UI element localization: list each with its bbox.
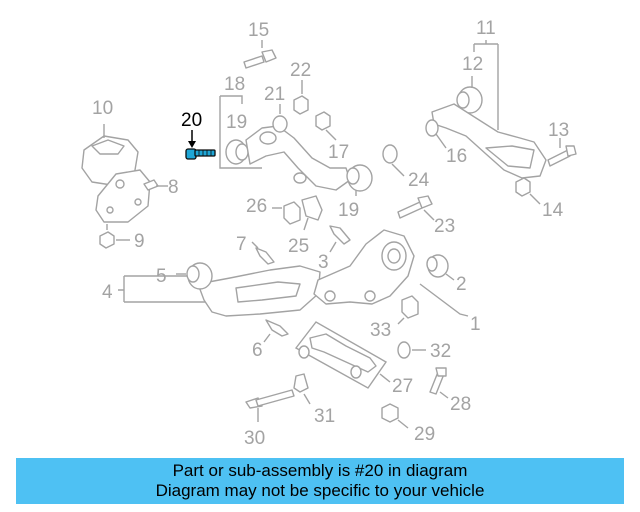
part-14-nut <box>515 177 541 205</box>
callout-11: 11 <box>476 18 496 39</box>
part-18-upper-arm-box <box>219 95 262 169</box>
part-7-bolt <box>251 241 275 265</box>
part-1-lines <box>419 283 469 317</box>
part-17-nut <box>315 111 337 141</box>
part-27-link <box>294 321 391 389</box>
part-15-bolt <box>243 40 277 69</box>
part-9-bolt <box>99 224 130 249</box>
callout-23: 23 <box>434 216 455 237</box>
part-16-washer <box>425 119 447 149</box>
part-28-bolt <box>429 367 449 399</box>
callout-10: 10 <box>92 98 113 119</box>
callout-4: 4 <box>102 282 113 303</box>
callout-26: 26 <box>246 196 267 217</box>
info-banner: Part or sub-assembly is #20 in diagram D… <box>16 458 624 504</box>
callout-8: 8 <box>168 177 179 198</box>
part-24-washer <box>382 144 405 177</box>
part-13-bolt <box>547 138 577 167</box>
callout-14: 14 <box>542 200 564 221</box>
callout-32: 32 <box>430 341 451 362</box>
callout-13: 13 <box>548 120 569 141</box>
part-4-trailing-arm <box>118 265 321 317</box>
part-21-washer <box>272 104 288 133</box>
part-3-bolt <box>329 225 351 253</box>
part-knuckle <box>313 229 415 305</box>
callout-9: 9 <box>134 231 145 252</box>
callout-3: 3 <box>318 252 329 273</box>
callout-20: 20 <box>181 110 202 131</box>
banner-line-2: Diagram may not be specific to your vehi… <box>155 481 485 500</box>
callout-27: 27 <box>392 376 413 397</box>
part-19-bushing-right <box>346 164 373 196</box>
part-23-bolt <box>397 195 435 221</box>
callout-1: 1 <box>470 314 481 335</box>
callout-12: 12 <box>462 54 483 75</box>
callout-2: 2 <box>456 274 467 295</box>
part-30-bolt <box>245 389 295 422</box>
callout-28: 28 <box>450 394 471 415</box>
part-33-nut <box>397 295 419 325</box>
callout-21: 21 <box>264 84 285 105</box>
callout-19b: 19 <box>338 200 359 221</box>
callout-18: 18 <box>224 74 245 95</box>
part-2-bushing <box>426 254 455 281</box>
part-26-nut <box>272 201 301 225</box>
callout-15: 15 <box>248 20 269 41</box>
callout-17: 17 <box>328 142 349 163</box>
callout-16: 16 <box>446 146 467 167</box>
part-12-bushing <box>456 76 483 114</box>
callout-22: 22 <box>290 60 311 81</box>
part-32-washer <box>397 341 426 359</box>
part-6-bolt <box>263 319 289 343</box>
callout-33: 33 <box>370 320 391 341</box>
callout-30: 30 <box>244 428 265 449</box>
part-29-nut <box>381 403 409 429</box>
callout-31: 31 <box>314 406 335 427</box>
part-20-bolt <box>185 130 216 160</box>
part-5-bushing <box>176 262 213 290</box>
callout-6: 6 <box>252 340 263 361</box>
part-lower-lateral-link <box>431 103 547 179</box>
callout-5: 5 <box>156 266 167 287</box>
part-31-clip <box>293 373 311 405</box>
part-25-bracket <box>301 195 323 231</box>
part-11-bracket-lines <box>473 40 499 130</box>
callout-7: 7 <box>236 234 247 255</box>
part-19-bushing-left <box>225 139 249 165</box>
part-8-bracket <box>95 169 168 223</box>
callout-19a: 19 <box>226 112 247 133</box>
callout-24: 24 <box>408 170 430 191</box>
callout-29: 29 <box>414 424 435 445</box>
callout-25: 25 <box>288 236 309 257</box>
part-22-nut <box>293 80 309 115</box>
parts-diagram: 10 8 9 20 15 18 1 <box>81 18 577 449</box>
banner-line-1: Part or sub-assembly is #20 in diagram <box>172 461 468 480</box>
